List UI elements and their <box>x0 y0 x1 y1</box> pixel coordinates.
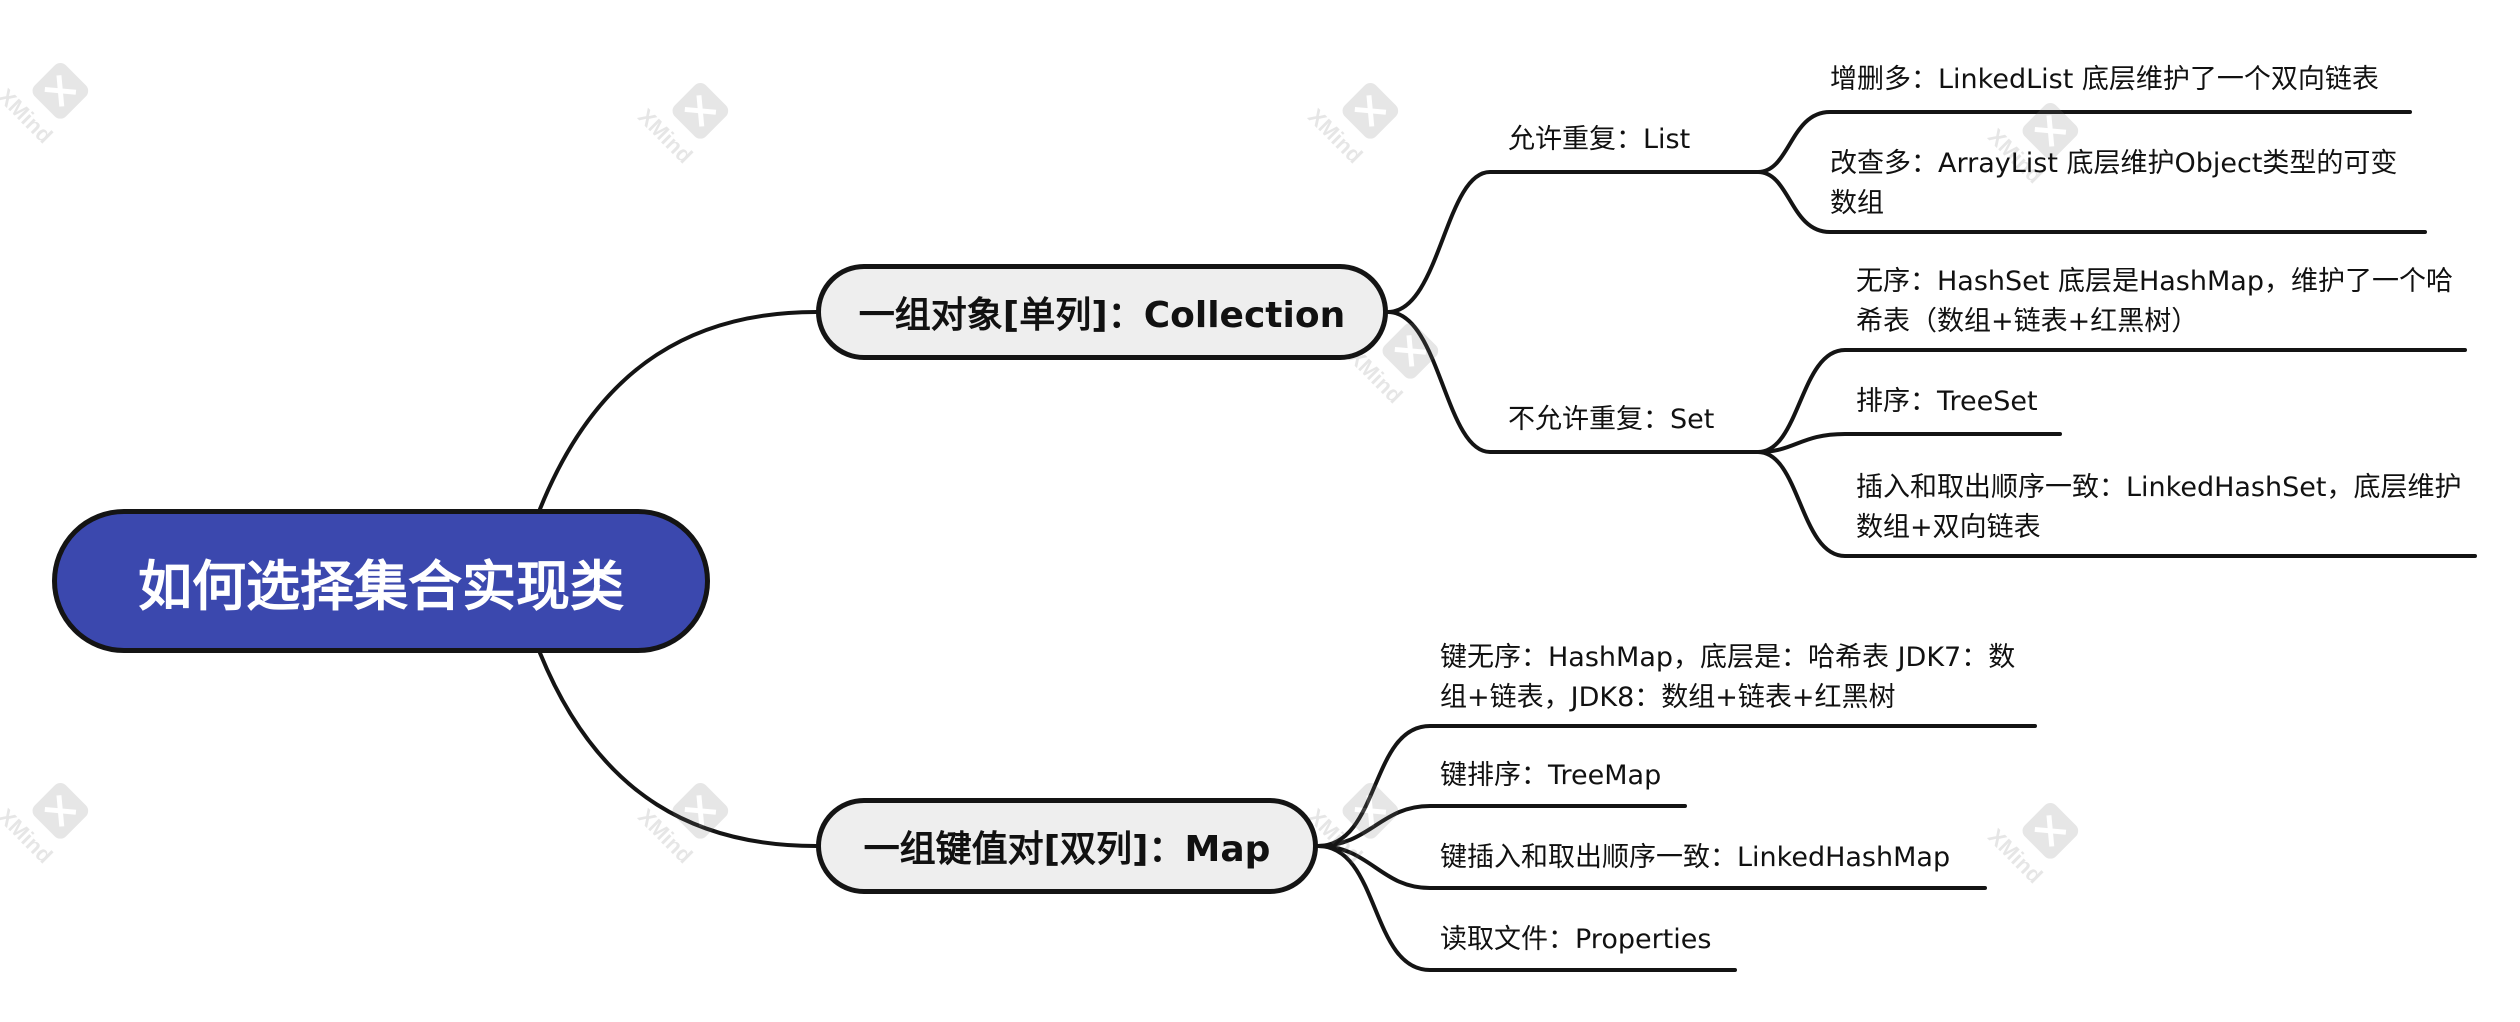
branch-collection-label: 一组对象[单列]：Collection <box>858 295 1346 336</box>
leaf-list-arraylist[interactable]: 改查多：ArrayList 底层维护Object类型的可变数组 <box>1830 148 2398 219</box>
connector-collection-list <box>1386 170 1760 314</box>
branch-map-label: 一组键值对[双列]：Map <box>863 829 1271 870</box>
xmind-logo-icon: XMind <box>633 783 729 868</box>
connector-root-map <box>538 651 818 848</box>
subtopic-list[interactable]: 允许重复：List <box>1508 124 1691 155</box>
leaf-map-hashmap[interactable]: 键无序：HashMap，底层是：哈希表 JDK7：数组+链表，JDK8：数组+链… <box>1440 642 2016 713</box>
leaf-set-treeset[interactable]: 排序：TreeSet <box>1856 386 2038 417</box>
leaf-set-linkedhashset[interactable]: 插入和取出顺序一致：LinkedHashSet，底层维护数组+双向链表 <box>1856 472 2462 543</box>
leaf-set-hashset[interactable]: 无序：HashSet 底层是HashMap，维护了一个哈希表（数组+链表+红黑树… <box>1856 266 2453 337</box>
subtopic-set[interactable]: 不允许重复：Set <box>1508 404 1715 435</box>
connector-set-item-3 <box>1756 450 2477 558</box>
connector-collection-set <box>1386 310 1760 454</box>
connector-list-item-1 <box>1756 110 2412 174</box>
leaf-map-properties[interactable]: 读取文件：Properties <box>1440 924 1712 955</box>
connector-root-collection <box>538 310 818 511</box>
leaf-list-linkedlist[interactable]: 增删多：LinkedList 底层维护了一个双向链表 <box>1830 64 2379 95</box>
branch-map[interactable]: 一组键值对[双列]：Map <box>816 798 1318 894</box>
xmind-logo-icon: XMind <box>1303 83 1399 168</box>
connector-map-item-1 <box>1316 724 2037 848</box>
xmind-logo-icon: XMind <box>633 83 729 168</box>
xmind-logo-icon: XMind <box>1343 323 1439 408</box>
root-topic-label: 如何选择集合实现类 <box>138 554 624 618</box>
leaf-map-treemap[interactable]: 键排序：TreeMap <box>1440 760 1662 791</box>
connector-list-item-2 <box>1756 170 2427 234</box>
leaf-map-linkedhashmap[interactable]: 键插入和取出顺序一致：LinkedHashMap <box>1440 842 1951 873</box>
xmind-logo-icon: XMind <box>1983 803 2079 888</box>
connector-map-item-4 <box>1316 844 1737 972</box>
xmind-logo-icon: XMind <box>1983 103 2079 188</box>
connector-set-item-2 <box>1756 432 2062 454</box>
xmind-logo-icon: XMind <box>0 63 89 148</box>
xmind-logo-icon: XMind <box>0 783 89 868</box>
root-topic[interactable]: 如何选择集合实现类 <box>52 509 710 653</box>
connector-set-item-1 <box>1756 348 2467 454</box>
branch-collection[interactable]: 一组对象[单列]：Collection <box>816 264 1388 360</box>
connector-map-item-2 <box>1316 804 1687 848</box>
